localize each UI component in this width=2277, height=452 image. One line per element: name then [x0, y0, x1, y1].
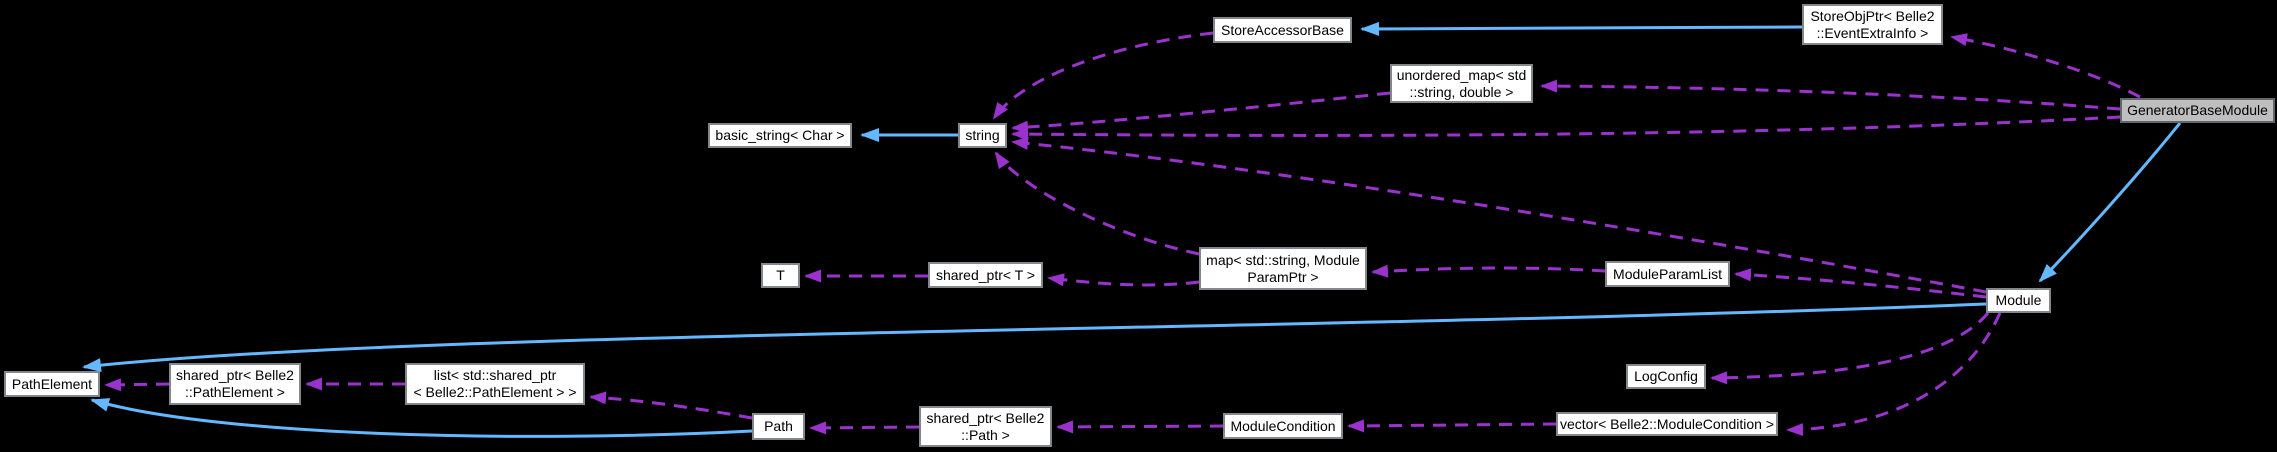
node-label: Path [764, 418, 793, 434]
node-string[interactable]: string [958, 123, 1007, 148]
node-store-obj-ptr[interactable]: StoreObjPtr< Belle2 ::EventExtraInfo > [1802, 4, 1943, 45]
node-label-line2: ParamPtr > [1247, 268, 1319, 285]
node-label-line1: shared_ptr< Belle2 [926, 409, 1045, 426]
node-label: string [965, 127, 1000, 143]
edge-module-uses-vector [1786, 312, 2002, 437]
edge-storeobjptr-inherits-storeaccessorbase [1360, 21, 1803, 36]
node-label-line1: unordered_map< std [1396, 66, 1527, 83]
node-label: LogConfig [1634, 368, 1698, 384]
node-label: shared_ptr< T > [935, 266, 1036, 283]
edge-path-inherits-pathelement [90, 398, 753, 438]
edge-generatorbasemodule-uses-storeobjptr [1950, 33, 2141, 99]
edge-modulecondition-uses-sharedptrpath [1056, 420, 1224, 434]
node-label: ModuleCondition [1230, 417, 1336, 434]
node-log-config[interactable]: LogConfig [1626, 364, 1706, 389]
node-label: ModuleParamList [1613, 265, 1722, 282]
node-label-line2: < Belle2::PathElement > > [413, 384, 577, 400]
node-module-param-list[interactable]: ModuleParamList [1605, 261, 1730, 287]
node-label: vector< Belle2::ModuleCondition > [1559, 415, 1775, 432]
node-label-line2: ::string, double > [1409, 83, 1514, 100]
node-store-accessor-base[interactable]: StoreAccessorBase [1213, 17, 1352, 43]
node-shared-ptr-path-element[interactable]: shared_ptr< Belle2 ::PathElement > [169, 363, 301, 405]
node-path[interactable]: Path [752, 413, 805, 440]
edge-path-uses-list [589, 391, 753, 420]
edge-moduleparamlist-uses-map [1371, 264, 1606, 278]
node-label-line1: map< std::string, Module [1206, 251, 1360, 268]
edge-module-uses-string [1011, 136, 1987, 294]
node-module[interactable]: Module [1986, 288, 2051, 313]
node-list-shared-ptr[interactable]: list< std::shared_ptr < Belle2::PathElem… [405, 363, 585, 405]
node-label: T [776, 267, 785, 283]
edge-generatorbasemodule-inherits-module [2038, 122, 2182, 283]
edge-storeaccessorbase-uses-string [992, 31, 1214, 120]
node-path-element[interactable]: PathElement [4, 371, 100, 397]
edge-unorderedmap-uses-string [1011, 91, 1391, 134]
node-map-param[interactable]: map< std::string, Module ParamPtr > [1199, 247, 1367, 290]
node-label-line1: StoreObjPtr< Belle2 [1810, 7, 1935, 24]
edge-map-uses-sharedptrt [1047, 273, 1200, 287]
edge-generatorbasemodule-uses-string [1011, 115, 2121, 141]
node-generator-base-module: GeneratorBaseModule [2120, 98, 2275, 123]
node-label-line2: ::Path > [961, 426, 1010, 443]
edge-module-inherits-pathelement [82, 302, 1987, 373]
edge-generatorbasemodule-uses-unorderedmap [1540, 79, 2121, 111]
node-label: StoreAccessorBase [1221, 21, 1344, 38]
node-label-line1: list< std::shared_ptr [433, 367, 557, 383]
node-basic-string[interactable]: basic_string< Char > [708, 123, 852, 148]
edge-vector-uses-modulecondition [1347, 419, 1557, 433]
node-label: basic_string< Char > [715, 127, 845, 143]
node-shared-ptr-path[interactable]: shared_ptr< Belle2 ::Path > [919, 406, 1052, 447]
node-label-line2: ::PathElement > [184, 384, 285, 400]
node-label: PathElement [11, 375, 93, 392]
node-shared-ptr-t[interactable]: shared_ptr< T > [928, 262, 1043, 288]
edge-sharedptrpath-uses-path [809, 421, 920, 435]
edge-map-uses-string [994, 151, 1200, 256]
edge-sharedptrpathelement-uses-pathelement [104, 378, 170, 392]
node-label: Module [1995, 292, 2042, 308]
node-module-condition[interactable]: ModuleCondition [1223, 413, 1343, 439]
node-label-line1: shared_ptr< Belle2 [176, 367, 294, 383]
node-vector-module-condition[interactable]: vector< Belle2::ModuleCondition > [1556, 412, 1778, 436]
edge-module-uses-logconfig [1710, 312, 1990, 385]
node-unordered-map[interactable]: unordered_map< std ::string, double > [1390, 64, 1533, 103]
edge-module-uses-moduleparamlist [1734, 268, 1987, 299]
node-t[interactable]: T [761, 263, 800, 288]
node-label-line2: ::EventExtraInfo > [1816, 24, 1929, 41]
node-label: GeneratorBaseModule [2127, 102, 2268, 118]
